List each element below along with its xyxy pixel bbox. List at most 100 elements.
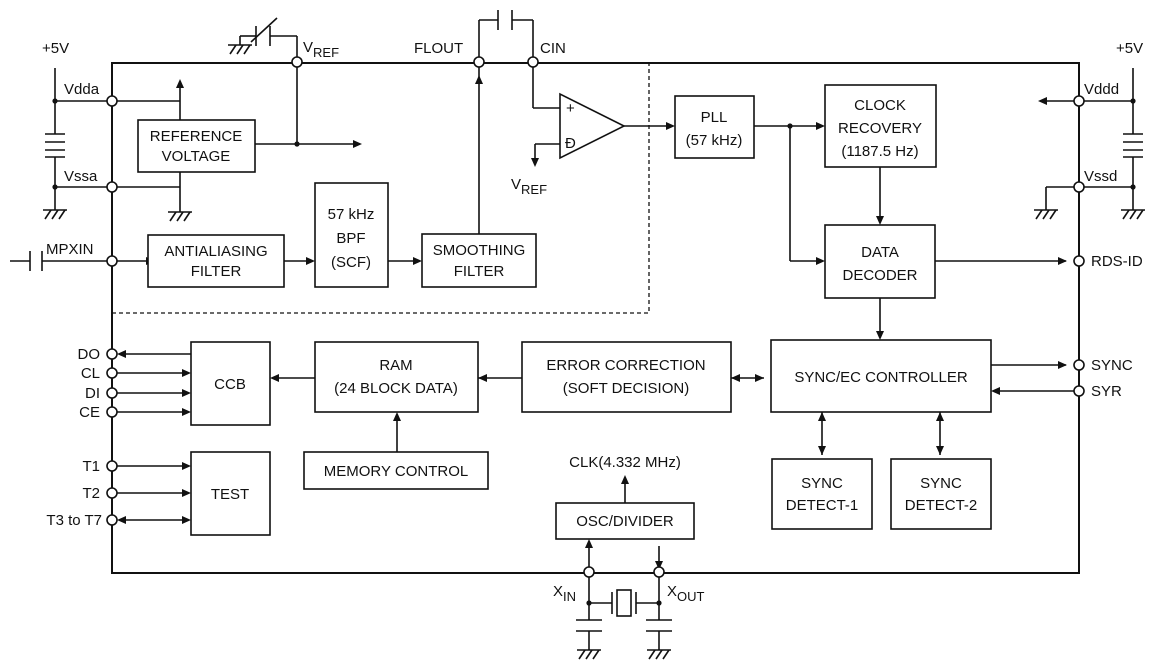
svg-text:TEST: TEST: [211, 486, 249, 503]
test-block: TEST: [190, 451, 271, 536]
di-label: DI: [85, 385, 100, 402]
syr-pin: [1073, 385, 1085, 397]
xout-pin: [653, 566, 665, 578]
svg-text:57 kHz: 57 kHz: [328, 206, 375, 223]
svg-text:SMOOTHING: SMOOTHING: [433, 242, 526, 259]
cl-pin: [106, 367, 118, 379]
supply-left-label: +5V: [42, 40, 69, 57]
t3-t7-label: T3 to T7: [46, 512, 102, 529]
antialiasing-filter-block: ANTIALIASING FILTER: [147, 234, 285, 288]
svg-text:CCB: CCB: [214, 376, 246, 393]
cin-pin: [527, 56, 539, 68]
vddd-label: Vddd: [1084, 81, 1119, 98]
ce-pin: [106, 406, 118, 418]
svg-text:(1187.5 Hz): (1187.5 Hz): [841, 143, 918, 160]
cin-label: CIN: [540, 40, 566, 57]
osc-divider-block: OSC/DIVIDER: [555, 502, 695, 540]
pin-circles: [106, 56, 1085, 578]
t1-label: T1: [82, 458, 100, 475]
flout-pin: [473, 56, 485, 68]
svg-text:PLL: PLL: [701, 109, 728, 126]
xin-pin: [583, 566, 595, 578]
t2-pin: [106, 487, 118, 499]
t1-pin: [106, 460, 118, 472]
vssa-pin: [106, 181, 118, 193]
svg-text:RECOVERY: RECOVERY: [838, 120, 922, 137]
analog-section-boundary: [112, 63, 650, 314]
svg-text:(57 kHz): (57 kHz): [686, 132, 743, 149]
svg-text:DECODER: DECODER: [842, 267, 917, 284]
sync-detect-2-block: SYNC DETECT-2: [890, 458, 992, 530]
mpxin-pin: [106, 255, 118, 267]
ground-symbols: [43, 44, 1145, 660]
comparator-opamp: [559, 92, 626, 160]
svg-text:OSC/DIVIDER: OSC/DIVIDER: [576, 513, 674, 530]
svg-text:(SCF): (SCF): [331, 254, 371, 271]
pll-block: PLL (57 kHz): [674, 95, 755, 159]
junction-dots: [52, 98, 1136, 606]
svg-text:MEMORY CONTROL: MEMORY CONTROL: [324, 463, 468, 480]
wiring: [10, 19, 1134, 650]
svg-text:FILTER: FILTER: [454, 263, 505, 280]
syr-label: SYR: [1091, 383, 1122, 400]
svg-text:VOLTAGE: VOLTAGE: [162, 148, 231, 165]
external-components: [29, 10, 1145, 660]
clk-output-label: CLK(4.332 MHz): [569, 454, 681, 471]
opamp-vref-label: VREF: [511, 176, 547, 197]
rds-id-label: RDS-ID: [1091, 253, 1143, 270]
svg-text:FILTER: FILTER: [191, 263, 242, 280]
cl-label: CL: [81, 365, 100, 382]
vdda-label: Vdda: [64, 81, 100, 98]
svg-text:BPF: BPF: [336, 230, 365, 247]
vssa-label: Vssa: [64, 168, 98, 185]
clock-recovery-block: CLOCK RECOVERY (1187.5 Hz): [824, 84, 937, 168]
reference-voltage-block: REFERENCE VOLTAGE: [137, 119, 256, 173]
di-pin: [106, 387, 118, 399]
pin-labels: +5V +5V VREF FLOUT CIN Vdda Vssa MPXIN V…: [42, 39, 1143, 604]
sync-pin: [1073, 359, 1085, 371]
xin-label: XIN: [553, 583, 576, 604]
svg-text:(24 BLOCK DATA): (24 BLOCK DATA): [334, 380, 458, 397]
chip-outline: [111, 62, 1080, 574]
svg-text:DETECT-2: DETECT-2: [905, 497, 978, 514]
do-label: DO: [78, 346, 101, 363]
svg-text:DATA: DATA: [861, 244, 899, 261]
svg-text:REFERENCE: REFERENCE: [150, 128, 243, 145]
supply-right-label: +5V: [1116, 40, 1143, 57]
t2-label: T2: [82, 485, 100, 502]
t3-t7-pin: [106, 514, 118, 526]
svg-text:ANTIALIASING: ANTIALIASING: [164, 243, 267, 260]
svg-text:SYNC/EC CONTROLLER: SYNC/EC CONTROLLER: [794, 369, 968, 386]
bpf-block: 57 kHz BPF (SCF): [314, 182, 389, 288]
arrowheads: [117, 75, 1067, 570]
svg-text:(SOFT DECISION): (SOFT DECISION): [563, 380, 689, 397]
vref-pin: [291, 56, 303, 68]
svg-text:DETECT-1: DETECT-1: [786, 497, 859, 514]
do-pin: [106, 348, 118, 360]
memory-control-block: MEMORY CONTROL: [303, 451, 489, 490]
sync-label: SYNC: [1091, 357, 1133, 374]
svg-text:SYNC: SYNC: [920, 475, 962, 492]
vssd-label: Vssd: [1084, 168, 1117, 185]
mpxin-label: MPXIN: [46, 241, 94, 258]
svg-text:RAM: RAM: [379, 357, 412, 374]
ram-block: RAM (24 BLOCK DATA): [314, 341, 479, 413]
svg-text:ERROR CORRECTION: ERROR CORRECTION: [546, 357, 705, 374]
rds-id-pin: [1073, 255, 1085, 267]
vssd-pin: [1073, 181, 1085, 193]
vddd-pin: [1073, 95, 1085, 107]
ccb-block: CCB: [190, 341, 271, 426]
opamp-minus-label: Đ: [565, 135, 576, 152]
sync-detect-1-block: SYNC DETECT-1: [771, 458, 873, 530]
data-decoder-block: DATA DECODER: [824, 224, 936, 299]
vref-label: VREF: [303, 39, 339, 60]
xout-label: XOUT: [667, 583, 705, 604]
smoothing-filter-block: SMOOTHING FILTER: [421, 233, 537, 288]
flout-label: FLOUT: [414, 40, 463, 57]
error-correction-block: ERROR CORRECTION (SOFT DECISION): [521, 341, 732, 413]
svg-text:SYNC: SYNC: [801, 475, 843, 492]
opamp-plus-label: +: [566, 100, 575, 117]
svg-text:CLOCK: CLOCK: [854, 97, 906, 114]
vdda-pin: [106, 95, 118, 107]
